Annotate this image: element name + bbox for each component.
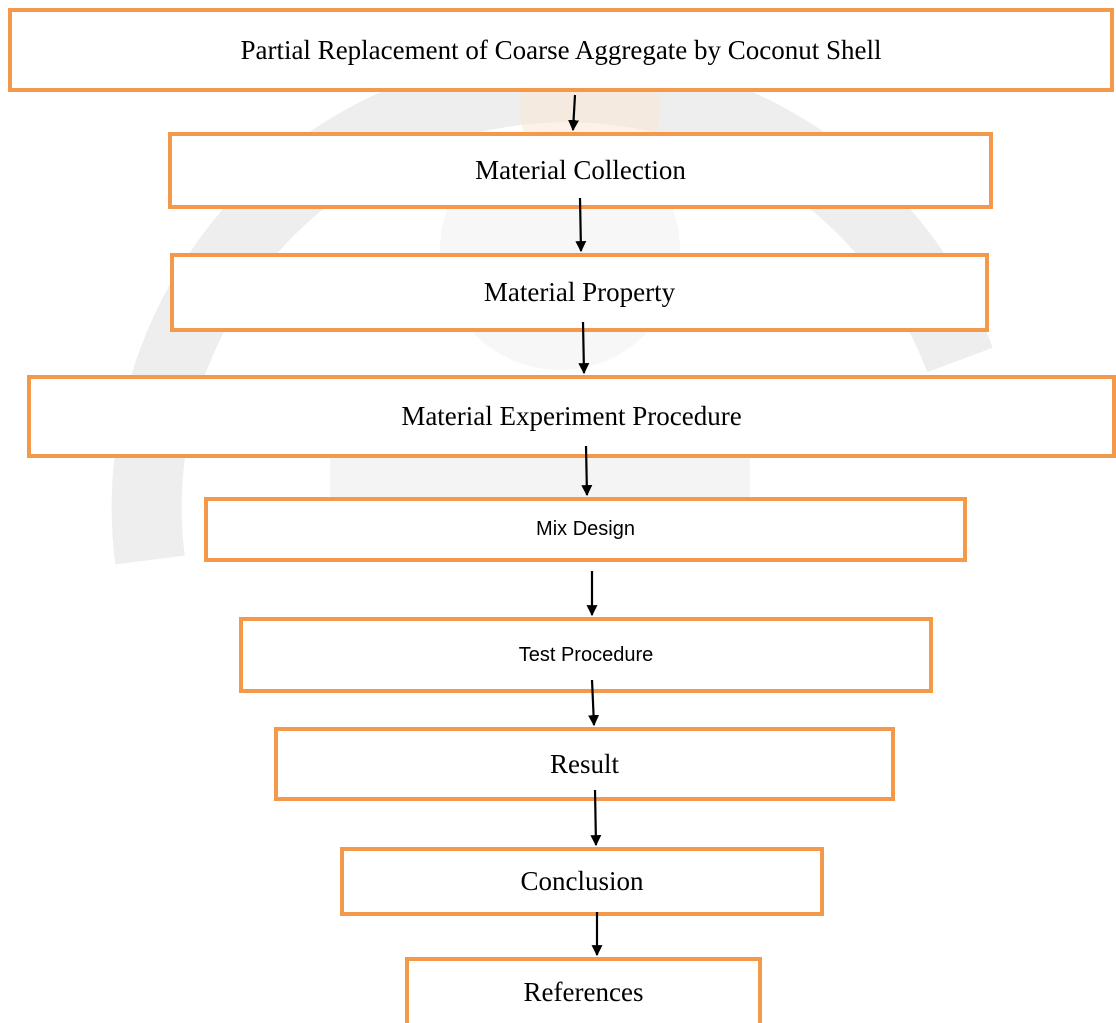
flow-step-test-procedure: Test Procedure bbox=[239, 617, 933, 693]
flow-step-conclusion: Conclusion bbox=[340, 847, 824, 916]
flow-step-result: Result bbox=[274, 727, 895, 801]
flow-step-material-collection: Material Collection bbox=[168, 132, 993, 209]
flow-step-references: References bbox=[405, 957, 762, 1023]
flow-step-label: Partial Replacement of Coarse Aggregate … bbox=[240, 34, 882, 65]
arrow-1 bbox=[568, 94, 580, 132]
flow-step-material-experiment-procedure: Material Experiment Procedure bbox=[27, 375, 1116, 458]
flow-step-label: Result bbox=[549, 748, 619, 779]
flow-step-material-property: Material Property bbox=[170, 253, 989, 332]
flow-step-label: Material Property bbox=[483, 277, 676, 307]
flow-step-label: Mix Design bbox=[536, 518, 635, 540]
flow-step-label: References bbox=[523, 976, 644, 1007]
flow-step-label: Material Experiment Procedure bbox=[401, 401, 742, 431]
flow-step-title: Partial Replacement of Coarse Aggregate … bbox=[8, 8, 1114, 92]
flow-step-label: Material Collection bbox=[475, 155, 686, 185]
flow-step-mix-design: Mix Design bbox=[204, 497, 967, 562]
flow-step-label: Test Procedure bbox=[518, 643, 654, 666]
flow-step-label: Conclusion bbox=[520, 866, 644, 896]
